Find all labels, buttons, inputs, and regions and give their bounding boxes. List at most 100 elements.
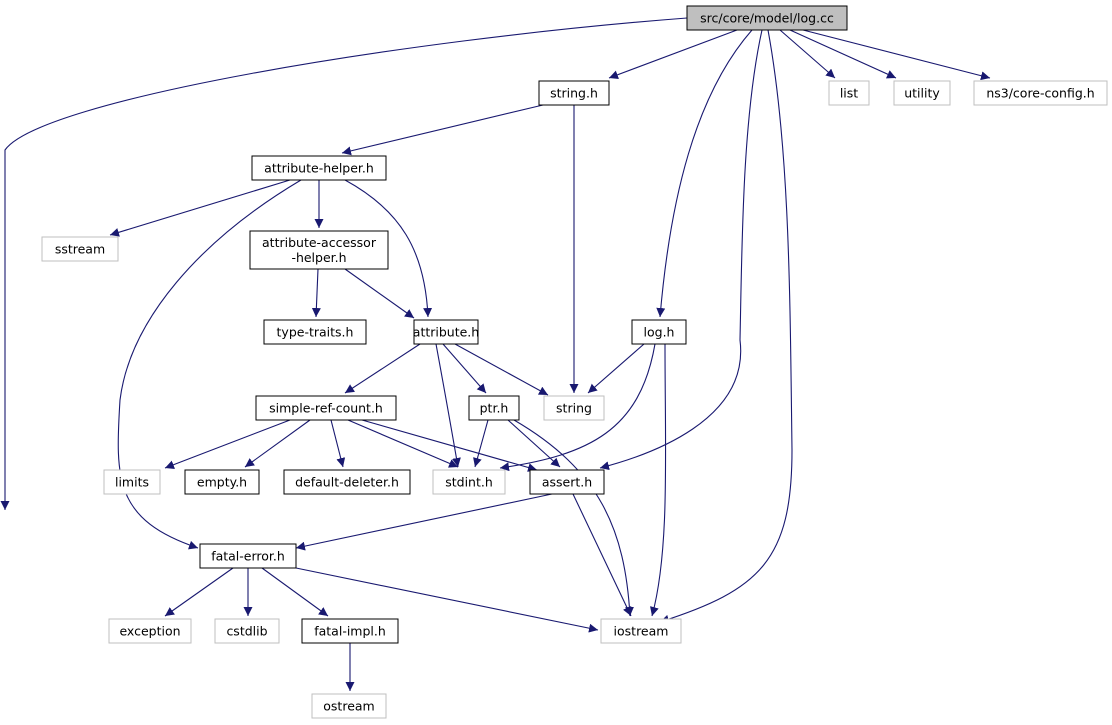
node-label: string [556, 401, 592, 416]
edge-attrh-to-string [454, 343, 549, 396]
node-box [263, 319, 367, 345]
edge-asserth-to-fatalerror [295, 493, 553, 551]
node-stringh[interactable]: string.h [538, 80, 610, 106]
edge-logcc-to-asserth [599, 29, 763, 471]
edge-logcc-to-stringh [608, 29, 738, 80]
node-box [973, 80, 1108, 106]
edge-logcc-to-fatalerror [0, 17, 688, 510]
edge-fatalerror-to-exception [164, 567, 234, 617]
node-logh[interactable]: log.h [631, 319, 687, 345]
edge-logcc-to-coreconfig [802, 29, 991, 81]
node-exception[interactable]: exception [108, 618, 192, 644]
node-box [41, 236, 119, 262]
edge-attrh-to-ptrh [442, 343, 487, 394]
node-ostream[interactable]: ostream [311, 693, 387, 719]
node-label: cstdlib [226, 624, 267, 639]
node-typetraits[interactable]: type-traits.h [263, 319, 367, 345]
node-box [529, 469, 605, 495]
node-box [686, 5, 848, 31]
node-box [543, 395, 605, 421]
node-fatalimpl[interactable]: fatal-impl.h [301, 618, 399, 644]
node-box [413, 319, 479, 345]
node-box [600, 618, 682, 644]
edge-simpleref-to-stdint [347, 419, 459, 468]
node-iostream[interactable]: iostream [600, 618, 682, 644]
node-box [283, 469, 411, 495]
edge-logh-to-string [587, 343, 645, 394]
edge-asserth-to-iostream [572, 493, 632, 617]
node-sstream[interactable]: sstream [41, 236, 119, 262]
edge-attrhelper-to-attrh [344, 179, 433, 318]
edge-simpleref-to-defdeleter [330, 419, 346, 468]
node-attrh[interactable]: attribute.h [413, 319, 479, 345]
node-attrhelper[interactable]: attribute-helper.h [251, 155, 387, 181]
node-box [108, 618, 192, 644]
node-list[interactable]: list [828, 80, 870, 106]
node-label: simple-ref-count.h [269, 401, 383, 416]
node-label: attribute-accessor [262, 235, 377, 250]
node-label: list [840, 86, 858, 101]
node-label: ns3/core-config.h [986, 86, 1094, 101]
edge-fatalerror-to-iostream [295, 567, 599, 633]
node-label: fatal-error.h [211, 549, 285, 564]
node-label: default-deleter.h [295, 475, 399, 490]
node-stdint[interactable]: stdint.h [432, 469, 506, 495]
node-string[interactable]: string [543, 395, 605, 421]
node-box [184, 469, 260, 495]
edge-ptrh-to-asserth [507, 419, 561, 468]
node-label: type-traits.h [277, 325, 354, 340]
node-box [255, 395, 397, 421]
node-box [103, 469, 161, 495]
edge-logh-to-iostream [650, 343, 667, 617]
node-label: utility [904, 86, 940, 101]
edge-attrhelper-to-sstream [109, 179, 291, 237]
node-defdeleter[interactable]: default-deleter.h [283, 469, 411, 495]
node-box [468, 395, 520, 421]
node-label: assert.h [542, 475, 592, 490]
edge-attrh-to-stdint [435, 343, 461, 468]
node-asserth[interactable]: assert.h [529, 469, 605, 495]
node-label: fatal-impl.h [314, 624, 386, 639]
node-box [432, 469, 506, 495]
node-logcc[interactable]: src/core/model/log.cc [686, 5, 848, 31]
node-label: exception [119, 624, 180, 639]
node-label: stdint.h [445, 475, 493, 490]
node-attraccessor[interactable]: attribute-accessor-helper.h [249, 230, 389, 270]
edge-logcc-to-list [779, 29, 836, 79]
edge-attraccessor-to-typetraits [311, 268, 321, 318]
node-box [828, 80, 870, 106]
edge-logh-to-stdint [499, 343, 656, 472]
node-simpleref[interactable]: simple-ref-count.h [255, 395, 397, 421]
edges [0, 17, 991, 691]
node-box [538, 80, 610, 106]
edge-ptrh-to-stdint [473, 419, 489, 468]
node-box [893, 80, 951, 106]
node-coreconfig[interactable]: ns3/core-config.h [973, 80, 1108, 106]
node-box [311, 693, 387, 719]
node-label: empty.h [197, 475, 247, 490]
node-emptyh[interactable]: empty.h [184, 469, 260, 495]
edge-fatalerror-to-fatalimpl [261, 567, 329, 617]
node-box [251, 155, 387, 181]
node-label: iostream [614, 624, 669, 639]
node-box [301, 618, 399, 644]
node-label: limits [115, 475, 149, 490]
edge-attrh-to-simpleref [344, 343, 421, 394]
edge-logcc-to-logh [656, 29, 753, 318]
node-ptrh[interactable]: ptr.h [468, 395, 520, 421]
node-box [631, 319, 687, 345]
edge-simpleref-to-asserth [361, 419, 538, 472]
node-cstdlib[interactable]: cstdlib [214, 618, 280, 644]
node-box [249, 230, 389, 270]
edge-stringh-to-attrhelper [341, 104, 544, 156]
edge-attrhelper-to-fatalerror [117, 179, 302, 550]
node-label: ostream [323, 699, 374, 714]
node-label: src/core/model/log.cc [700, 11, 834, 26]
node-label: log.h [644, 325, 675, 340]
edge-attraccessor-to-attrh [344, 268, 415, 319]
node-limits[interactable]: limits [103, 469, 161, 495]
node-label: attribute.h [413, 325, 479, 340]
node-fatalerror[interactable]: fatal-error.h [199, 543, 297, 569]
node-box [214, 618, 280, 644]
node-utility[interactable]: utility [893, 80, 951, 106]
